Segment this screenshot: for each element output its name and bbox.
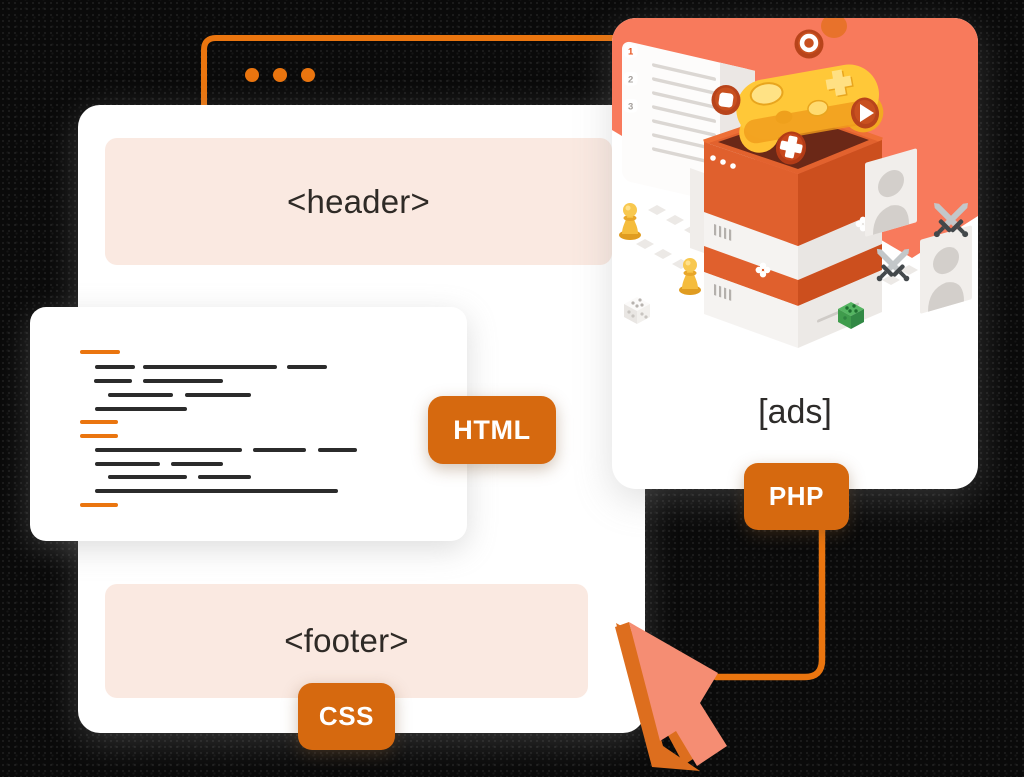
svg-text:2: 2 [628, 74, 633, 85]
header-label: <header> [287, 182, 430, 220]
code-line-segment [95, 462, 160, 466]
code-snippet-card [30, 307, 467, 541]
green-dice-icon [838, 302, 864, 329]
code-line-segment [198, 475, 251, 479]
code-line-segment [80, 350, 120, 354]
code-line-segment [80, 503, 118, 507]
avatar-card [920, 225, 972, 314]
triangle-coin-icon [850, 97, 880, 129]
code-line-segment [143, 365, 277, 369]
svg-text:3: 3 [628, 101, 633, 112]
html-badge: HTML [428, 396, 556, 464]
css-badge: CSS [298, 683, 395, 750]
swords-icon [876, 248, 910, 282]
code-line-segment [287, 365, 327, 369]
code-line-segment [185, 393, 251, 397]
code-line-segment [171, 462, 223, 466]
footer-block: <footer> [105, 584, 588, 698]
line-number-2: 2 [624, 72, 638, 86]
pawn-icon [619, 203, 641, 240]
ads-panel: 1 2 3 [612, 18, 978, 489]
code-line-segment [95, 407, 187, 411]
php-badge: PHP [744, 463, 849, 530]
code-line-segment [95, 489, 338, 493]
window-dots-icon [245, 68, 315, 82]
dice-icon [624, 297, 650, 324]
plus-coin-icon [775, 131, 807, 165]
code-line-segment [318, 448, 357, 452]
line-number-1: 1 [624, 44, 638, 58]
ring-coin-icon [794, 18, 847, 59]
avatar-card [865, 148, 917, 237]
connector-path [201, 35, 616, 113]
code-line-segment [95, 448, 242, 452]
code-line-segment [94, 379, 132, 383]
server-crate-icon [690, 107, 883, 348]
code-line-segment [108, 393, 173, 397]
code-line-segment [108, 475, 187, 479]
code-line-segment [80, 420, 118, 424]
footer-label: <footer> [284, 622, 409, 659]
game-illustration: 1 2 3 [612, 18, 978, 348]
code-line-segment [80, 434, 118, 438]
ads-label: [ads] [758, 393, 832, 431]
header-block: <header> [105, 138, 612, 265]
code-line-segment [143, 379, 223, 383]
code-lines [30, 307, 467, 541]
code-line-segment [95, 365, 135, 369]
code-line-segment [253, 448, 306, 452]
svg-text:1: 1 [628, 46, 634, 57]
swords-icon [933, 203, 969, 238]
pawn-icon [679, 258, 701, 295]
square-coin-icon [711, 85, 741, 115]
line-number-3: 3 [624, 99, 638, 113]
